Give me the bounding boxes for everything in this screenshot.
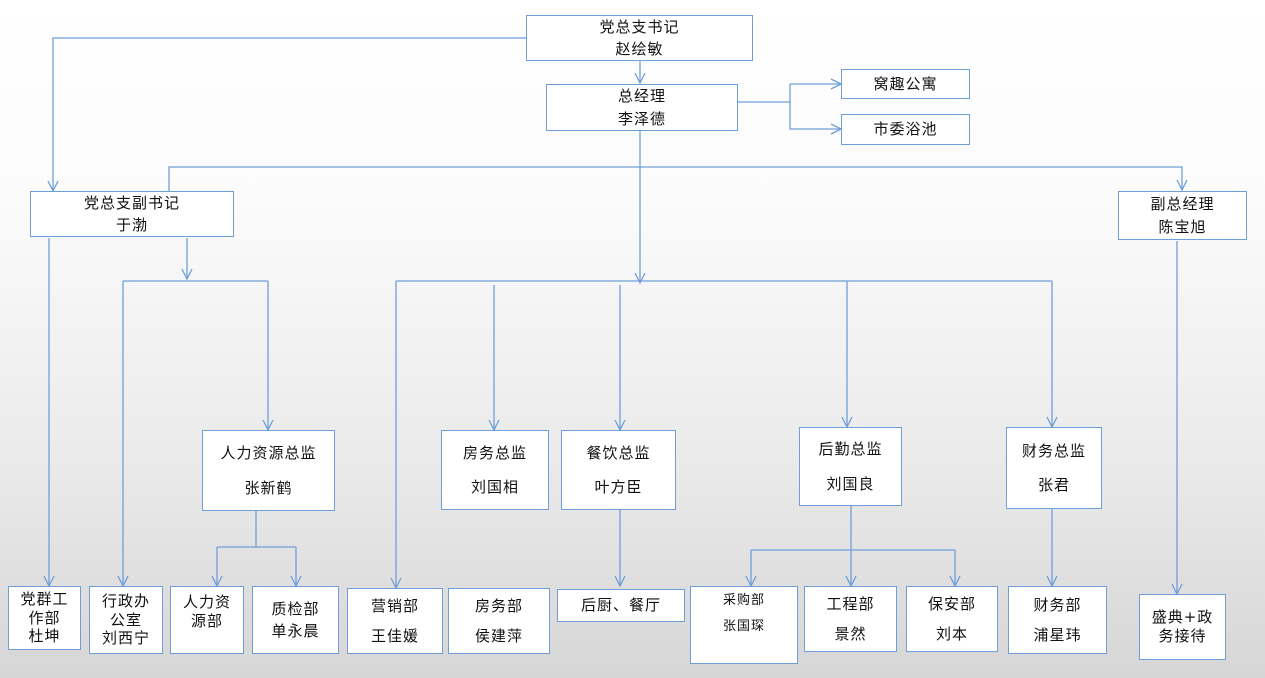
- node-marketing-dept: 营销部 王佳媛: [347, 588, 443, 654]
- node-title: 市委浴池: [873, 120, 938, 139]
- node-finance-director: 财务总监 张君: [1006, 427, 1102, 509]
- connector-gm-branch: [738, 84, 791, 103]
- node-title: 房务总监: [462, 443, 527, 462]
- node-title: 保安部: [927, 594, 976, 613]
- node-title: 人力资源总监: [220, 444, 317, 462]
- node-title: 财务总监: [1021, 441, 1086, 460]
- node-finance-dept: 财务部 浦星玮: [1008, 586, 1107, 654]
- node-purchasing-dept: 采购部 张国琛: [690, 586, 798, 664]
- node-title: 副总经理: [1150, 195, 1215, 213]
- node-qc-dept: 质检部 单永晨: [252, 586, 339, 654]
- node-title: 后勤总监: [818, 440, 883, 458]
- node-engineering-dept: 工程部 景然: [804, 586, 897, 652]
- node-security-dept: 保安部 刘本: [906, 586, 998, 652]
- node-logistics-director: 后勤总监 刘国良: [799, 427, 902, 506]
- node-title: 采购部: [722, 593, 765, 608]
- node-title-line2: 作部: [28, 608, 61, 627]
- node-title: 党总支书记: [599, 17, 680, 36]
- node-title-line2: 公室: [109, 610, 142, 629]
- node-person: 张国琛: [722, 618, 765, 634]
- node-hr-dept: 人力资 源部: [170, 586, 244, 654]
- node-person: 于渤: [115, 216, 148, 234]
- node-title: 房务部: [474, 596, 523, 615]
- node-person: 刘国良: [826, 474, 875, 493]
- node-rooms-director: 房务总监 刘国相: [441, 430, 549, 510]
- connector-top-bus: [168, 166, 1182, 191]
- node-person: 陈宝旭: [1158, 217, 1207, 236]
- node-person: 杜坤: [28, 627, 61, 646]
- node-title: 财务部: [1033, 595, 1082, 614]
- node-title: 餐饮总监: [586, 443, 651, 462]
- node-shi-wei-bathhouse: 市委浴池: [841, 114, 970, 145]
- node-person: 赵绘敏: [615, 40, 664, 58]
- connector-to-shiwei: [789, 102, 841, 129]
- node-person: 单永晨: [271, 622, 320, 640]
- node-party-secretary: 党总支书记 赵绘敏: [526, 15, 753, 61]
- node-person: 叶方臣: [594, 478, 643, 496]
- node-title: 总经理: [617, 87, 666, 105]
- node-title: 工程部: [826, 594, 875, 613]
- node-title-line2: 务接待: [1158, 627, 1207, 645]
- node-title: 后厨、餐厅: [580, 596, 661, 615]
- node-title: 党总支副书记: [83, 193, 180, 212]
- node-person: 侯建萍: [474, 627, 523, 645]
- node-person: 刘国相: [470, 478, 519, 496]
- node-person: 王佳媛: [370, 627, 419, 645]
- node-person: 刘西宁: [101, 629, 150, 648]
- node-title-line1: 盛典+政: [1151, 608, 1214, 627]
- node-wo-qu-apartment: 窝趣公寓: [841, 69, 970, 99]
- node-deputy-gm: 副总经理 陈宝旭: [1118, 191, 1247, 240]
- node-title-line2: 源部: [190, 611, 223, 630]
- node-title-line1: 人力资: [182, 593, 231, 611]
- node-title-line1: 党群工: [20, 589, 69, 608]
- node-person: 张新鹤: [244, 478, 293, 497]
- node-title: 营销部: [370, 596, 419, 615]
- node-title: 窝趣公寓: [873, 74, 938, 93]
- node-person: 李泽德: [617, 109, 666, 128]
- node-title: 质检部: [271, 599, 320, 618]
- node-rooms-dept: 房务部 侯建萍: [448, 588, 550, 654]
- node-person: 浦星玮: [1033, 626, 1082, 644]
- connector-secretary-to-deputy: [53, 37, 526, 191]
- node-person: 刘本: [935, 625, 968, 643]
- node-party-dept: 党群工 作部 杜坤: [8, 586, 81, 650]
- node-ceremony-reception: 盛典+政 务接待: [1139, 594, 1226, 660]
- node-admin-office: 行政办 公室 刘西宁: [89, 586, 163, 654]
- node-title-line1: 行政办: [101, 591, 150, 610]
- node-person: 张君: [1037, 476, 1070, 494]
- node-fnb-director: 餐饮总监 叶方臣: [561, 430, 676, 510]
- node-kitchen-restaurant: 后厨、餐厅: [557, 589, 685, 622]
- node-deputy-secretary: 党总支副书记 于渤: [30, 191, 234, 237]
- node-general-manager: 总经理 李泽德: [546, 84, 738, 131]
- node-person: 景然: [834, 625, 867, 643]
- node-hr-director: 人力资源总监 张新鹤: [202, 430, 335, 511]
